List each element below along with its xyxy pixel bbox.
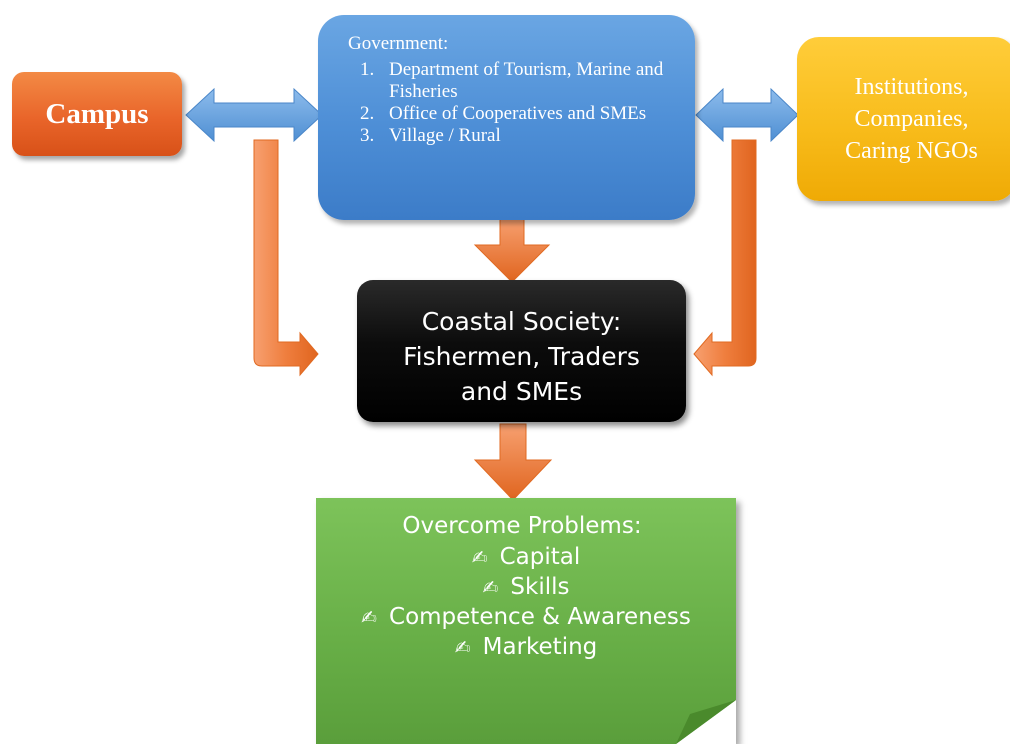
coastal-line: Fishermen, Traders bbox=[403, 342, 640, 371]
government-coastal-down-arrow bbox=[473, 217, 551, 283]
problem-item: ✍ Marketing bbox=[316, 633, 736, 663]
coastal-line: and SMEs bbox=[460, 377, 583, 406]
problem-item-label: Competence & Awareness bbox=[389, 604, 691, 630]
campus-box: Campus bbox=[12, 72, 182, 156]
institutions-coastal-bend-arrow bbox=[693, 139, 757, 377]
problem-item: ✍ Competence & Awareness bbox=[316, 603, 736, 633]
coastal-society-box: Coastal Society: Fishermen, Traders and … bbox=[357, 280, 686, 422]
problem-item-label: Capital bbox=[499, 544, 581, 570]
problems-title: Overcome Problems: bbox=[402, 513, 642, 539]
institutions-line: Companies, bbox=[854, 106, 969, 132]
coastal-line: Coastal Society: bbox=[421, 307, 622, 336]
coastal-problems-down-arrow bbox=[473, 423, 553, 501]
government-institutions-double-arrow bbox=[695, 87, 799, 143]
government-item: Village / Rural bbox=[379, 125, 681, 147]
campus-government-double-arrow bbox=[185, 87, 323, 143]
campus-label: Campus bbox=[45, 97, 149, 130]
problem-item-label: Marketing bbox=[482, 634, 598, 660]
institutions-line: Caring NGOs bbox=[845, 138, 978, 164]
problems-note: Overcome Problems: ✍Capital ✍Skills ✍Com… bbox=[316, 498, 736, 744]
writing-hand-icon: ✍ bbox=[471, 547, 488, 569]
government-list: Department of Tourism, Marine and Fisher… bbox=[348, 59, 681, 147]
government-box: Government: Department of Tourism, Marin… bbox=[318, 15, 695, 220]
institutions-box: Institutions, Companies, Caring NGOs bbox=[797, 37, 1010, 201]
problem-item-label: Skills bbox=[510, 574, 570, 600]
institutions-line: Institutions, bbox=[854, 74, 969, 100]
government-item: Office of Cooperatives and SMEs bbox=[379, 103, 681, 125]
government-title: Government: bbox=[348, 33, 449, 54]
writing-hand-icon: ✍ bbox=[482, 577, 499, 599]
writing-hand-icon: ✍ bbox=[454, 637, 471, 659]
problem-item: ✍ Capital bbox=[316, 543, 736, 573]
writing-hand-icon: ✍ bbox=[361, 607, 378, 629]
government-item: Department of Tourism, Marine and Fisher… bbox=[379, 59, 681, 103]
problem-item: ✍ Skills bbox=[316, 573, 736, 603]
page-curl-icon bbox=[676, 700, 736, 744]
campus-coastal-bend-arrow bbox=[253, 139, 319, 377]
